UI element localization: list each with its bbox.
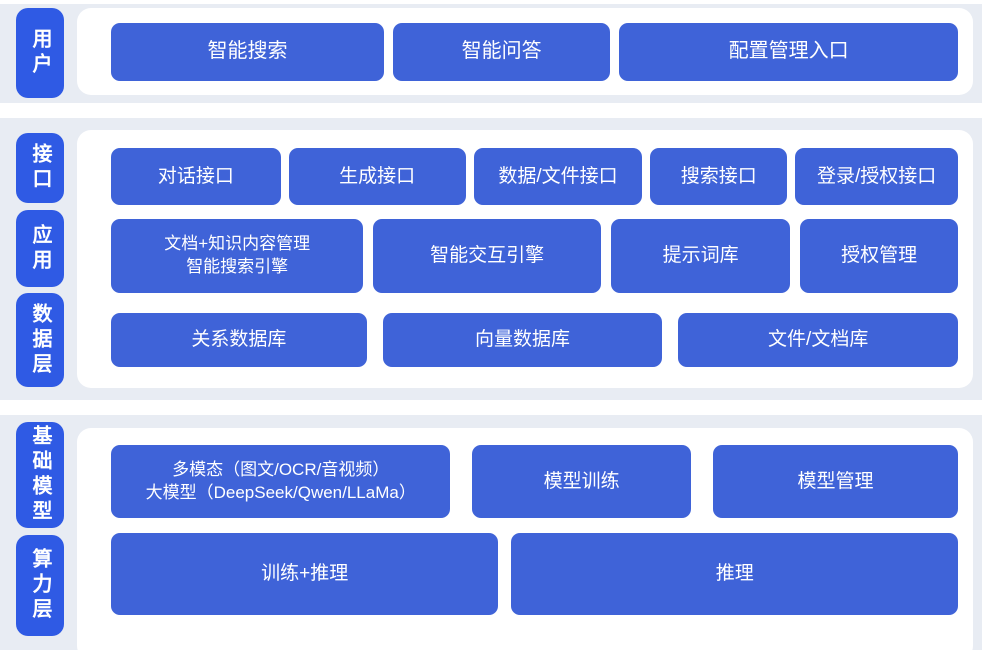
- box-authorization-management: 授权管理: [800, 219, 958, 293]
- foundation-model-compute-panel: 多模态（图文/OCR/音视频） 大模型（DeepSeek/Qwen/LLaMa）…: [77, 428, 973, 660]
- box-data-file-api: 数据/文件接口: [473, 148, 643, 205]
- box-training-inference: 训练+推理: [111, 533, 499, 615]
- layer-tab-user: 用户: [16, 8, 64, 98]
- box-login-auth-api: 登录/授权接口: [795, 148, 958, 205]
- user-panel: 智能搜索 智能问答 配置管理入口: [77, 8, 973, 95]
- layer-tab-label: 用户: [29, 28, 51, 78]
- box-smart-qa: 智能问答: [393, 22, 611, 81]
- box-vector-database: 向量数据库: [382, 313, 663, 367]
- data-row: 关系数据库 向量数据库 文件/文档库: [77, 313, 973, 367]
- layer-tab-data: 数据层: [16, 293, 64, 387]
- layer-tab-compute: 算力层: [16, 535, 64, 636]
- layer-tab-label: 接口: [29, 143, 51, 193]
- box-relational-database: 关系数据库: [111, 313, 367, 367]
- layer-tab-label: 数据层: [29, 302, 51, 378]
- box-inference: 推理: [511, 533, 958, 615]
- box-model-training: 模型训练: [472, 445, 691, 518]
- box-intelligent-interaction-engine: 智能交互引擎: [373, 219, 601, 293]
- box-config-management-entry: 配置管理入口: [619, 22, 959, 81]
- band-foundation-model-compute: 基础模型 算力层 多模态（图文/OCR/音视频） 大模型（DeepSeek/Qw…: [0, 415, 982, 660]
- interface-application-data-panel: 对话接口 生成接口 数据/文件接口 搜索接口 登录/授权接口 文档+知识内容管理…: [77, 130, 973, 388]
- layer-tab-label: 应用: [29, 223, 51, 274]
- user-row: 智能搜索 智能问答 配置管理入口: [77, 22, 973, 81]
- band-user-layer: 用户 智能搜索 智能问答 配置管理入口: [0, 4, 982, 103]
- box-dialog-api: 对话接口: [111, 148, 281, 205]
- box-file-document-store: 文件/文档库: [678, 313, 958, 367]
- box-multimodal-llm: 多模态（图文/OCR/音视频） 大模型（DeepSeek/Qwen/LLaMa）: [111, 445, 451, 518]
- box-prompt-library: 提示词库: [610, 219, 791, 293]
- layer-tab-interface: 接口: [16, 133, 64, 203]
- box-search-api: 搜索接口: [650, 148, 788, 205]
- compute-row: 训练+推理 推理: [77, 533, 973, 615]
- layer-tab-application: 应用: [16, 210, 64, 287]
- box-doc-knowledge-search-engine: 文档+知识内容管理 智能搜索引擎: [111, 219, 364, 293]
- application-row: 文档+知识内容管理 智能搜索引擎 智能交互引擎 提示词库 授权管理: [77, 219, 973, 293]
- layer-tab-foundation-model: 基础模型: [16, 422, 64, 528]
- box-model-management: 模型管理: [712, 445, 958, 518]
- interface-row: 对话接口 生成接口 数据/文件接口 搜索接口 登录/授权接口: [77, 148, 973, 205]
- box-smart-search: 智能搜索: [111, 22, 385, 81]
- band-interface-application-data: 接口 应用 数据层 对话接口 生成接口 数据/文件接口 搜索接口 登录/授权接口: [0, 118, 982, 400]
- layer-tab-label: 算力层: [29, 548, 51, 623]
- box-generation-api: 生成接口: [288, 148, 466, 205]
- layer-tab-label: 基础模型: [29, 425, 51, 525]
- foundation-model-row: 多模态（图文/OCR/音视频） 大模型（DeepSeek/Qwen/LLaMa）…: [77, 445, 973, 518]
